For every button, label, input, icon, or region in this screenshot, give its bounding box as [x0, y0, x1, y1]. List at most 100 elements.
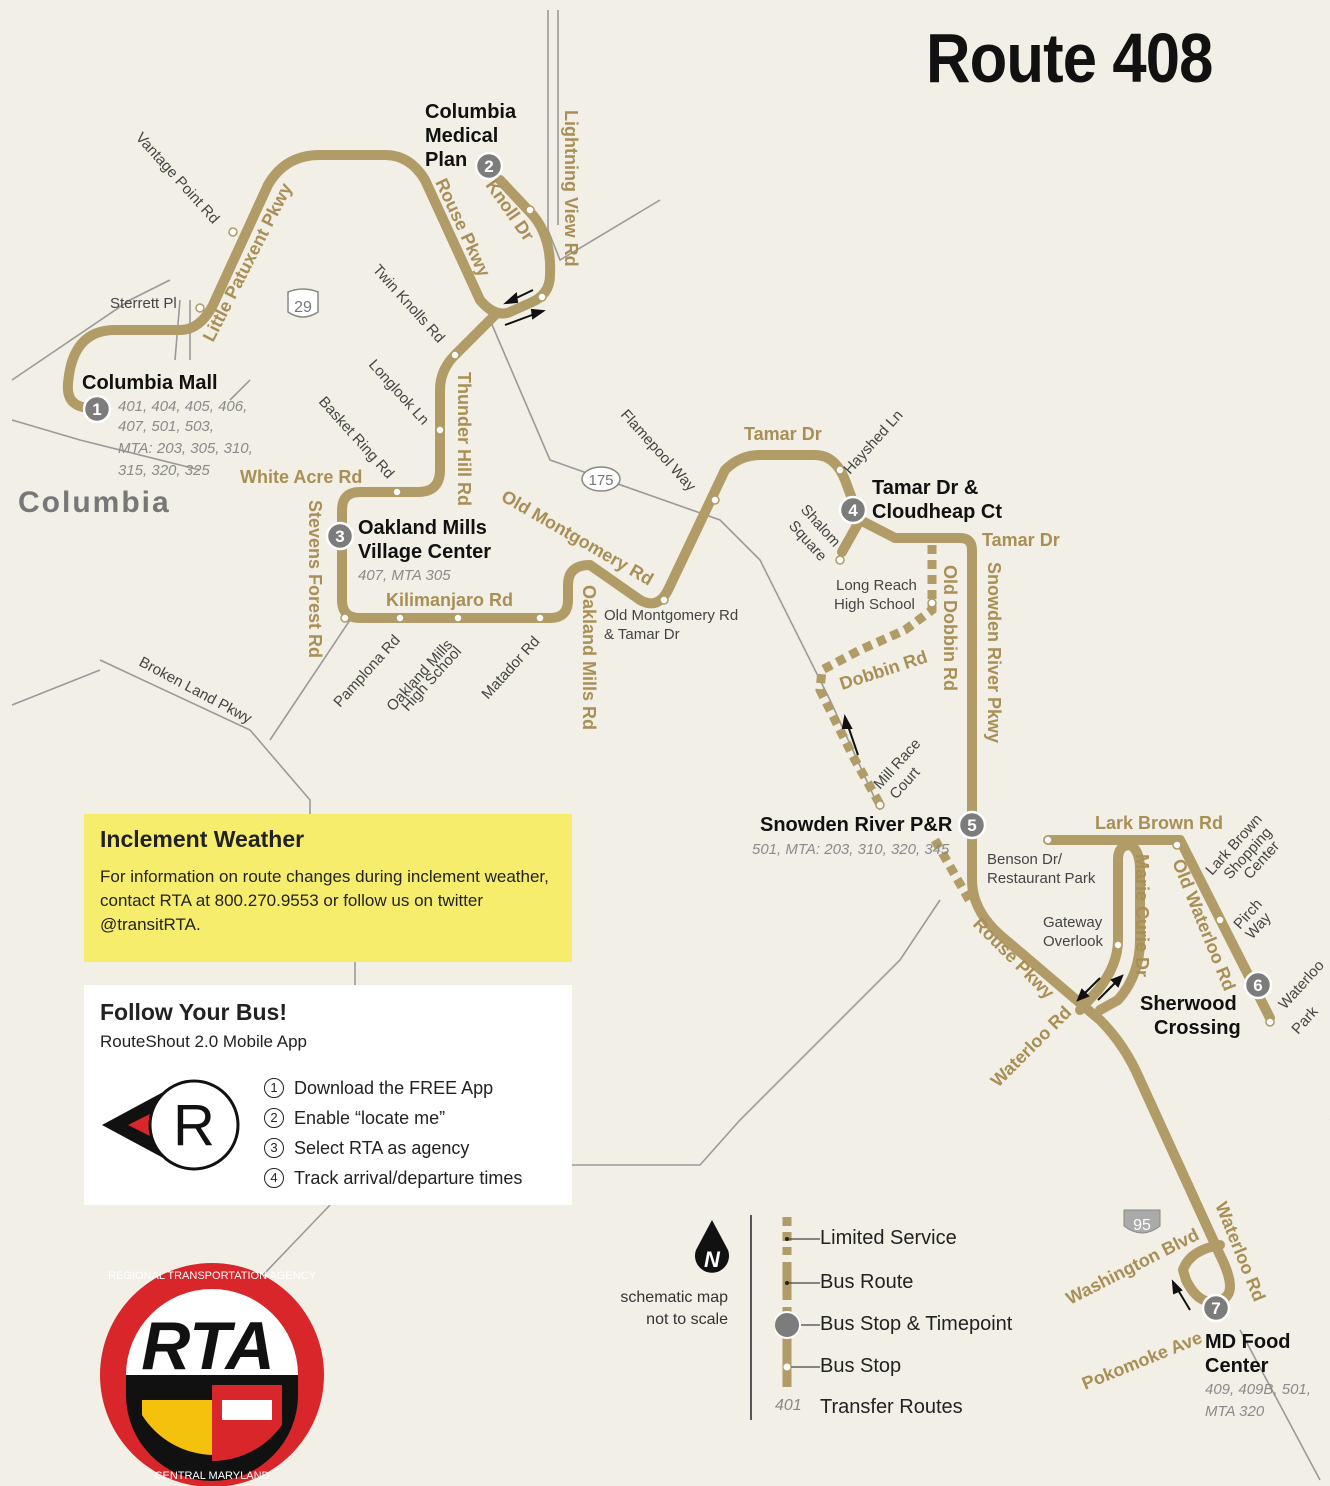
stop-sterrett	[195, 303, 205, 313]
stop-4-name: Tamar Dr &	[872, 477, 978, 499]
timepoint-3: 3	[325, 521, 355, 551]
stop-7-name: Center	[1205, 1355, 1269, 1377]
label-twin-knolls: Twin Knolls Rd	[369, 261, 448, 346]
timepoint-5: 5	[957, 810, 987, 840]
svg-text:CENTRAL MARYLAND: CENTRAL MARYLAND	[155, 1470, 270, 1482]
label-benson: Restaurant Park	[987, 870, 1096, 887]
svg-text:6: 6	[1253, 976, 1262, 995]
label-tamar-2: Tamar Dr	[982, 530, 1060, 550]
timepoint-1: 1	[82, 394, 112, 424]
stop-6-name: Sherwood	[1140, 993, 1237, 1015]
legend-transfer: Transfer Routes	[820, 1396, 963, 1418]
svg-text:1: 1	[92, 400, 101, 419]
stop-mill-race	[875, 800, 885, 810]
timepoint-6: 6	[1243, 970, 1273, 1000]
stop-pamplona	[395, 613, 405, 623]
label-tamar-1: Tamar Dr	[744, 424, 822, 444]
stop-1-transfer: 315, 320, 325	[118, 462, 210, 479]
legend-limited: Limited Service	[820, 1227, 957, 1249]
stop-3-name: Village Center	[358, 541, 491, 563]
stop-1-name: Columbia Mall	[82, 372, 218, 394]
label-marie-curie: Marie Curie Dr	[1132, 854, 1152, 977]
svg-text:3: 3	[335, 527, 344, 546]
app-heading: Follow Your Bus!	[100, 999, 287, 1025]
svg-text:5: 5	[967, 816, 976, 835]
stop-7-transfer: 409, 409B, 501,	[1205, 1381, 1311, 1398]
stop-long-reach	[927, 598, 937, 608]
legend-stop: Bus Stop	[820, 1355, 902, 1377]
label-snowden: Snowden River Pkwy	[984, 562, 1004, 743]
highway-29-shield: 29	[287, 288, 319, 318]
stop-4-name: Cloudheap Ct	[872, 501, 1002, 523]
label-thunder-hill: Thunder Hill Rd	[454, 372, 474, 506]
highway-95-shield: 95	[1123, 1209, 1161, 1234]
stop-7-transfer: MTA 320	[1205, 1403, 1265, 1420]
label-old-montgomery: Old Montgomery Rd	[498, 486, 657, 589]
stop-oakland-hs	[453, 613, 463, 623]
label-pokomoke: Pokomoke Ave	[1079, 1327, 1205, 1393]
stop-6-name: Crossing	[1154, 1017, 1241, 1039]
rta-logo: RTA REGIONAL TRANSPORTATION AGENCY CENTR…	[100, 1263, 324, 1486]
stop-old-montgomery	[659, 595, 669, 605]
label-lark-brown: Lark Brown Rd	[1095, 813, 1223, 833]
stop-basket-ring	[392, 487, 402, 497]
app-subheading: RouteShout 2.0 Mobile App	[100, 1032, 307, 1051]
svg-text:175: 175	[588, 472, 613, 489]
label-kilimanjaro: Kilimanjaro Rd	[386, 590, 513, 610]
timepoint-7: 7	[1201, 1293, 1231, 1323]
stop-lark-brown-shop	[1172, 840, 1182, 850]
legend-symbols	[775, 1217, 820, 1387]
label-stevens-forest: Stevens Forest Rd	[305, 500, 325, 658]
label-old-mont-tamar: Old Montgomery Rd	[604, 607, 738, 624]
stop-waterloo-park	[1265, 1017, 1275, 1027]
label-flamepool: Flamepool Way	[617, 406, 699, 495]
stop-gateway	[1113, 940, 1123, 950]
weather-text: For information on route changes during …	[100, 867, 549, 934]
stop-1-transfer: 407, 501, 503,	[118, 418, 214, 435]
stop-7-name: MD Food	[1205, 1331, 1291, 1353]
stop-5-transfer: 501, MTA: 203, 310, 320, 345	[752, 841, 950, 858]
inclement-weather-box: Inclement Weather For information on rou…	[84, 814, 572, 962]
legend-timepoint: Bus Stop & Timepoint	[820, 1313, 1013, 1335]
svg-text:RTA: RTA	[141, 1308, 274, 1384]
stop-pirch	[1215, 915, 1225, 925]
label-waterloo-1: Waterloo Rd	[987, 1002, 1076, 1091]
stop-stevens	[340, 613, 350, 623]
bus-stops	[195, 205, 1275, 1027]
stop-1-transfer: 401, 404, 405, 406,	[118, 398, 247, 415]
stop-twin-knolls	[450, 350, 460, 360]
label-broken-land: Broken Land Pkwy	[136, 654, 255, 728]
label-oakland-mills: Oakland Mills Rd	[579, 585, 599, 730]
label-old-dobbin: Old Dobbin Rd	[940, 565, 960, 691]
bus-route-408	[62, 150, 1275, 1307]
svg-text:95: 95	[1133, 1217, 1151, 1234]
follow-your-bus-box: Follow Your Bus! RouteShout 2.0 Mobile A…	[84, 985, 572, 1205]
label-waterloo-park: Waterloo	[1275, 957, 1327, 1013]
routeshout-logo-icon: R	[102, 1079, 240, 1171]
stop-hayshed	[835, 465, 845, 475]
svg-text:N: N	[704, 1247, 721, 1272]
label-gateway: Gateway	[1043, 914, 1103, 931]
direction-arrows	[503, 289, 1191, 1311]
legend-transfer-example: 401	[775, 1397, 802, 1414]
stop-5-name: Snowden River P&R	[760, 814, 953, 836]
svg-text:7: 7	[1211, 1299, 1220, 1318]
stop-2-name: Medical	[425, 125, 498, 147]
stop-1-transfer: MTA: 203, 305, 310,	[118, 440, 253, 457]
map-legend: Limited Service Bus Route Bus Stop & Tim…	[750, 1215, 1050, 1420]
svg-text:2: 2	[484, 157, 493, 176]
stop-3-name: Oakland Mills	[358, 517, 487, 539]
label-benson: Benson Dr/	[987, 851, 1063, 868]
label-sterrett: Sterrett Pl	[110, 295, 177, 312]
stop-shalom	[835, 555, 845, 565]
stop-lightning	[537, 292, 547, 302]
stop-matador	[535, 613, 545, 623]
svg-text:29: 29	[294, 299, 312, 316]
label-gateway: Overlook	[1043, 933, 1104, 950]
